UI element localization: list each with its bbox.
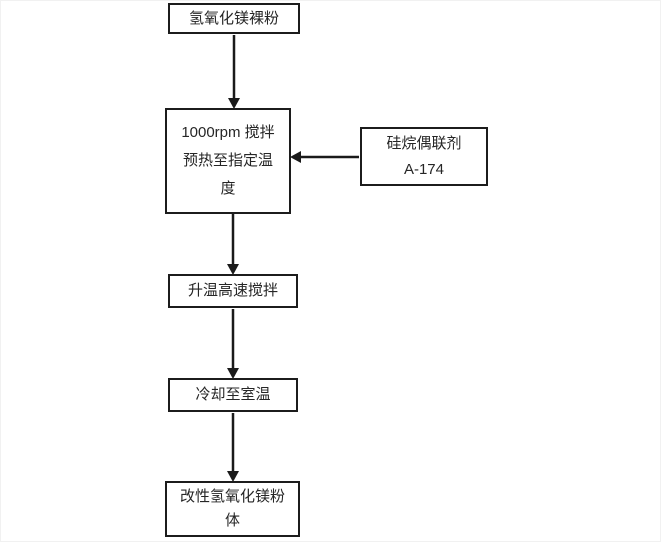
node-high-speed-stir-label: 升温高速搅拌 <box>187 282 278 299</box>
node-cool-room-temp: 冷却至室温 <box>168 378 298 412</box>
node-coupling-agent-label: 硅烷偶联剂 A-174 <box>386 134 462 178</box>
arrow-agent-to-preheat <box>290 151 359 163</box>
node-preheat-stir: 1000rpm 搅拌 预热至指定温 度 <box>165 108 291 214</box>
node-high-speed-stir: 升温高速搅拌 <box>168 274 298 308</box>
arrow-cool-to-product <box>227 413 239 482</box>
node-cool-room-temp-label: 冷却至室温 <box>195 386 271 403</box>
node-modified-product-label: 改性氢氧化镁粉 体 <box>179 488 285 529</box>
node-coupling-agent: 硅烷偶联剂 A-174 <box>360 127 488 186</box>
node-preheat-stir-label: 1000rpm 搅拌 预热至指定温 度 <box>181 124 275 197</box>
node-raw-powder-label: 氢氧化镁裸粉 <box>188 9 279 27</box>
arrow-raw-to-preheat <box>228 35 240 109</box>
arrow-preheat-to-stir <box>227 214 239 275</box>
node-modified-product: 改性氢氧化镁粉 体 <box>165 481 300 537</box>
arrow-stir-to-cool <box>227 309 239 379</box>
node-raw-powder: 氢氧化镁裸粉 <box>168 3 300 34</box>
